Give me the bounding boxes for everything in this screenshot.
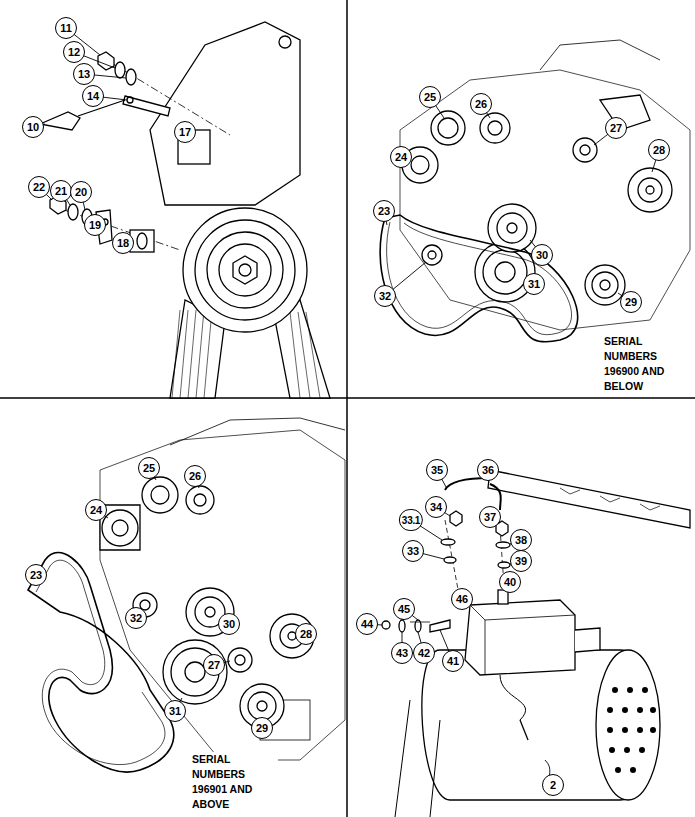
- callout-number: 30: [531, 244, 553, 266]
- callout-number: 35: [426, 459, 448, 481]
- callout-number: 23: [25, 564, 47, 586]
- callout-number: 32: [125, 607, 147, 629]
- callout-number: 33.1: [399, 509, 423, 531]
- callout-number: 18: [112, 232, 134, 254]
- callout-number: 26: [184, 465, 206, 487]
- serial-note: SERIAL NUMBERS 196901 AND ABOVE: [192, 752, 278, 812]
- panel-divider: [0, 397, 695, 399]
- callout-number: 28: [648, 139, 670, 161]
- callout-number: 23: [373, 200, 395, 222]
- callout-number: 13: [73, 63, 95, 85]
- callout-number: 11: [55, 17, 77, 39]
- callout-number: 28: [295, 623, 317, 645]
- callout-number: 45: [393, 598, 415, 620]
- alternator-terminals: [382, 470, 690, 817]
- callout-number: 39: [510, 550, 532, 572]
- leader-line: [367, 470, 553, 785]
- engine-front-old: [380, 40, 690, 342]
- callout-number: 34: [425, 496, 447, 518]
- callout-number: 24: [390, 146, 412, 168]
- callout-number: 44: [356, 613, 378, 635]
- engine-front-new: [28, 418, 345, 772]
- bracket-detail: [40, 22, 330, 398]
- callout-number: 22: [28, 176, 50, 198]
- panel-divider: [346, 0, 348, 817]
- callout-number: 37: [479, 506, 501, 528]
- callout-number: 19: [84, 214, 106, 236]
- leader-line: [384, 97, 659, 302]
- leader-line: [36, 468, 262, 728]
- callout-number: 10: [22, 116, 44, 138]
- callout-number: 25: [419, 86, 441, 108]
- callout-number: 29: [620, 291, 642, 313]
- callout-number: 31: [523, 273, 545, 295]
- serial-note: SERIAL NUMBERS 196900 AND BELOW: [604, 334, 690, 394]
- callout-number: 32: [374, 285, 396, 307]
- callout-number: 43: [391, 642, 413, 664]
- callout-number: 17: [174, 121, 196, 143]
- callout-number: 38: [510, 529, 532, 551]
- callout-number: 26: [470, 93, 492, 115]
- callout-number: 25: [138, 457, 160, 479]
- callout-number: 20: [70, 181, 92, 203]
- callout-number: 33: [402, 540, 424, 562]
- callout-number: 40: [499, 571, 521, 593]
- callout-number: 24: [85, 499, 107, 521]
- leader-line: [33, 28, 190, 243]
- callout-number: 46: [451, 588, 473, 610]
- callout-number: 12: [63, 41, 85, 63]
- callout-number: 27: [605, 117, 627, 139]
- callout-number: 21: [50, 180, 72, 202]
- callout-number: 31: [164, 700, 186, 722]
- callout-number: 27: [203, 654, 225, 676]
- callout-number: 14: [82, 85, 104, 107]
- callout-number: 42: [413, 642, 435, 664]
- callout-number: 36: [477, 459, 499, 481]
- callout-number: 30: [218, 613, 240, 635]
- callout-number: 41: [442, 650, 464, 672]
- callout-number: 29: [251, 717, 273, 739]
- callout-number: 2: [542, 774, 564, 796]
